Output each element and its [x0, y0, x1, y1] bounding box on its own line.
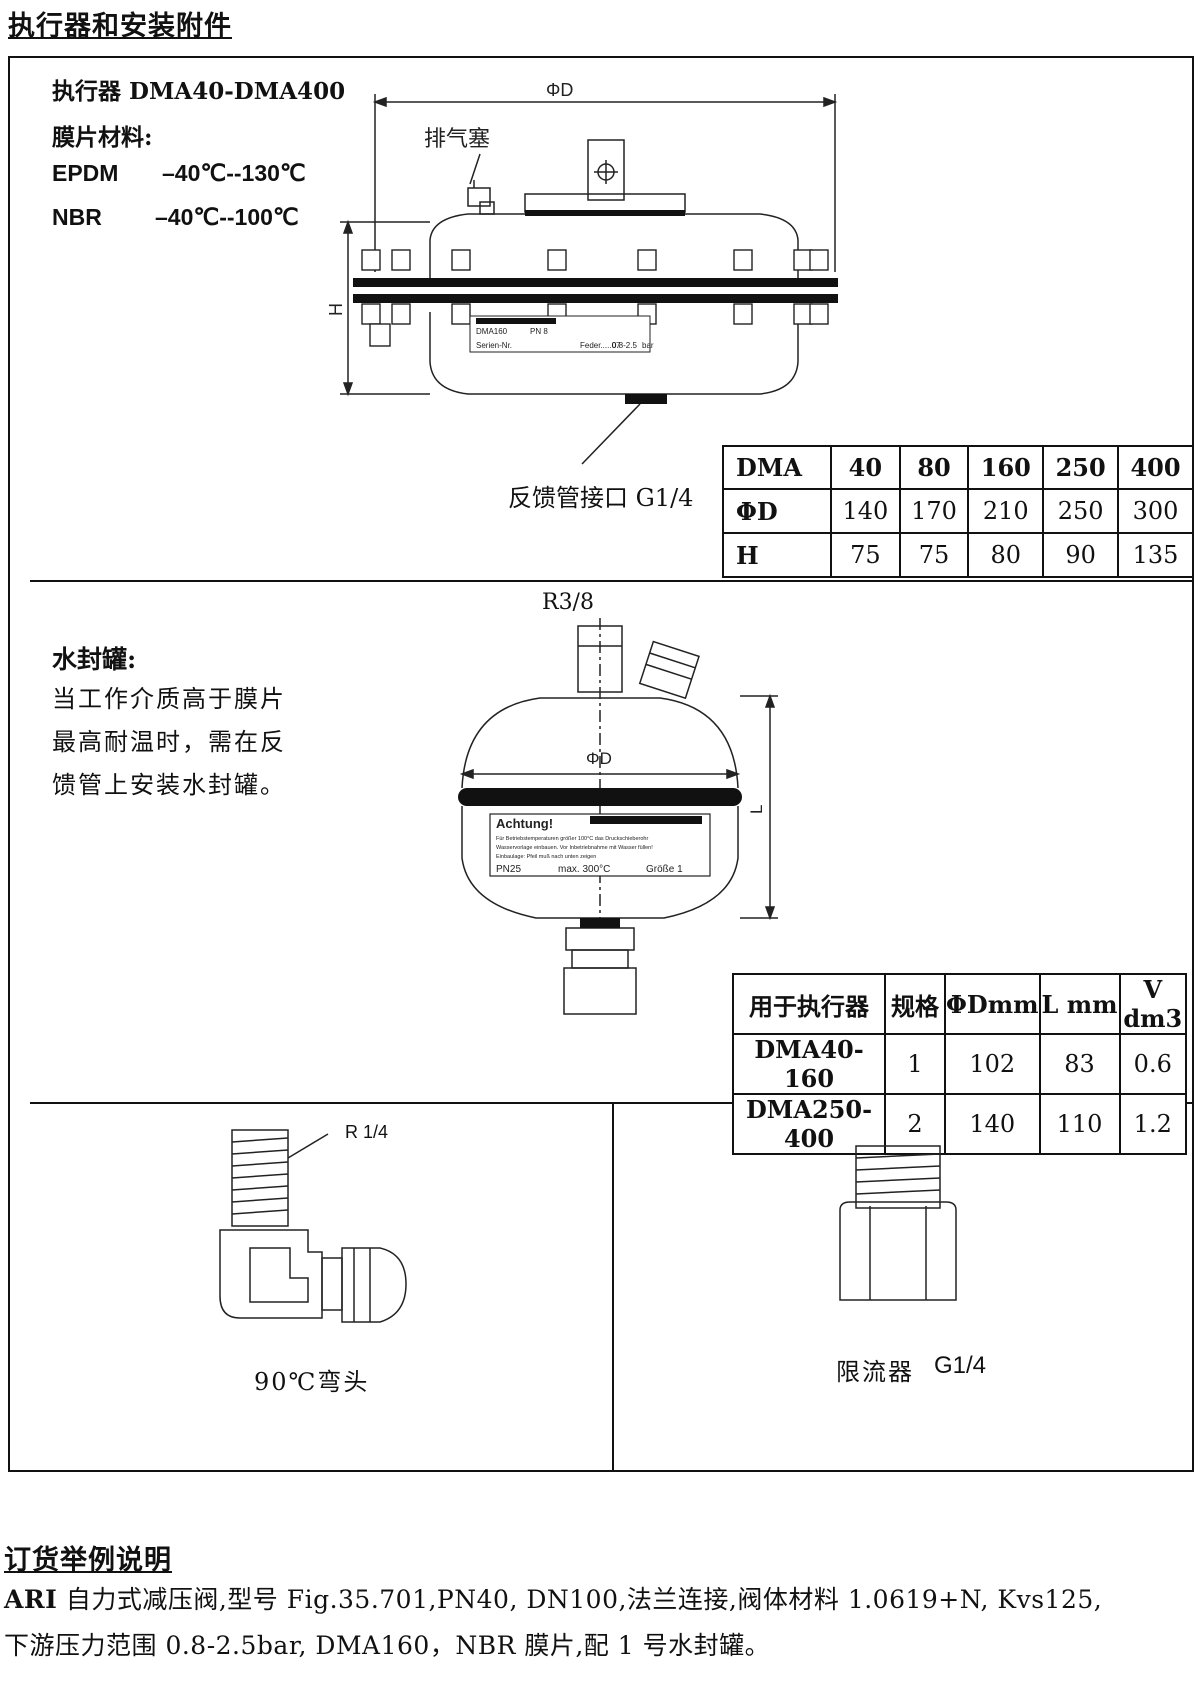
table-cell: 90 — [1042, 532, 1120, 578]
elbow-drawing — [219, 1129, 407, 1323]
table-cell: ΦDmm — [944, 973, 1041, 1035]
table-cell: 1 — [884, 1033, 946, 1095]
table-cell: 83 — [1038, 1033, 1121, 1095]
table-cell: V dm3 — [1118, 973, 1188, 1035]
page-title: 执行器和安装附件 — [8, 11, 232, 42]
water-seal-thread-label: R3/8 — [542, 590, 594, 615]
restrictor-drawing — [839, 1145, 957, 1301]
water-seal-desc-line: 馈管上安装水封罐。 — [52, 771, 286, 799]
table-cell: L mm — [1038, 973, 1121, 1035]
table-cell: 102 — [944, 1033, 1041, 1095]
material-range-nbr: –40℃--100℃ — [155, 204, 299, 230]
table-cell: ΦD — [722, 488, 832, 534]
plate-size: Größe 1 — [646, 864, 683, 875]
table-cell: 250 — [1042, 445, 1120, 490]
plate-heading: Achtung! — [496, 816, 553, 831]
material-name-nbr: NBR — [52, 204, 102, 230]
water-seal-length-label: L — [747, 805, 766, 814]
table-cell: DMA — [722, 445, 832, 490]
table-cell: 170 — [898, 488, 970, 534]
table-cell: 75 — [898, 532, 970, 578]
table-cell: DMA40-160 — [732, 1033, 886, 1095]
nameplate-pn: PN 8 — [530, 327, 548, 336]
elbow-thread-label: R 1/4 — [345, 1122, 389, 1142]
actuator-diameter-label: ΦD — [546, 80, 573, 100]
material-label: 膜片材料: — [52, 124, 153, 151]
nameplate-range: 0.8-2.5 — [612, 341, 637, 350]
content-frame — [8, 56, 1194, 1472]
table-cell: 1.2 — [1118, 1093, 1188, 1155]
order-brand: ARI — [4, 1585, 58, 1614]
plate-line: Wasservorlage einbauen. Vor Inbetriebnah… — [496, 845, 653, 851]
water-seal-desc-line: 当工作介质高于膜片 — [52, 685, 286, 713]
table-cell: H — [722, 532, 832, 578]
table-cell: 140 — [944, 1093, 1041, 1155]
water-seal-drawing: Achtung! Für Betriebstemperaturen größer… — [458, 618, 778, 1015]
water-seal-table: 用于执行器 规格 ΦDmm L mm V dm3 DMA40-160 1 102… — [732, 973, 1188, 1155]
plate-line: Für Betriebstemperaturen größer 100°C da… — [496, 836, 648, 842]
table-cell: 160 — [967, 445, 1045, 490]
table-cell: 210 — [967, 488, 1045, 534]
restrictor-spec: G1/4 — [934, 1352, 987, 1379]
water-seal-diameter-label: ΦD — [586, 749, 612, 768]
table-cell: 300 — [1117, 488, 1194, 534]
nameplate-spring: Feder.....07 — [580, 341, 621, 350]
water-seal-desc-line: 最高耐温时，需在反 — [52, 728, 286, 756]
actuator-drawing: DMA160 PN 8 Serien-Nr. Feder.....07 0.8-… — [326, 80, 838, 465]
table-cell: 250 — [1042, 488, 1120, 534]
table-cell: 40 — [830, 445, 901, 490]
material-range-epdm: –40℃--130℃ — [162, 160, 306, 186]
table-row: DMA250-400 2 140 110 1.2 — [732, 1093, 1188, 1155]
table-cell: 80 — [898, 445, 970, 490]
actuator-title: 执行器 DMA40-DMA400 — [52, 78, 346, 105]
actuator-size-table: DMA 40 80 160 250 400 ΦD 140 170 210 250… — [722, 445, 1194, 578]
order-line-2: 下游压力范围 0.8-2.5bar, DMA160，NBR 膜片,配 1 号水封… — [4, 1631, 771, 1660]
plate-pn: PN25 — [496, 864, 521, 875]
table-cell: 2 — [884, 1093, 946, 1155]
restrictor-caption: 限流器 — [836, 1358, 914, 1386]
table-row: 用于执行器 规格 ΦDmm L mm V dm3 — [732, 973, 1188, 1035]
table-row: H 75 75 80 90 135 — [722, 532, 1194, 578]
water-seal-description: 当工作介质高于膜片 最高耐温时，需在反 馈管上安装水封罐。 — [52, 678, 286, 807]
table-cell: 0.6 — [1118, 1033, 1188, 1095]
table-cell: 用于执行器 — [732, 973, 886, 1035]
table-cell: 80 — [967, 532, 1045, 578]
order-title: 订货举例说明 — [4, 1545, 172, 1576]
table-cell: 400 — [1117, 445, 1194, 490]
table-cell: 140 — [830, 488, 901, 534]
nameplate-model: DMA160 — [476, 327, 508, 336]
divider-actuator — [30, 580, 1194, 582]
order-text-1: 自力式减压阀,型号 Fig.35.701,PN40, DN100,法兰连接,阀体… — [65, 1585, 1103, 1614]
nameplate-unit: bar — [642, 341, 654, 350]
elbow-caption: 90℃弯头 — [254, 1368, 370, 1396]
plate-line: Einbaulage: Pfeil muß nach unten zeigen — [496, 854, 596, 860]
table-cell: DMA250-400 — [732, 1093, 886, 1155]
material-name-epdm: EPDM — [52, 160, 119, 186]
table-cell: 75 — [830, 532, 901, 578]
table-cell: 规格 — [884, 973, 946, 1035]
table-cell: 110 — [1038, 1093, 1121, 1155]
table-row: DMA 40 80 160 250 400 — [722, 445, 1194, 490]
actuator-height-label: H — [326, 303, 346, 316]
plate-max-temp: max. 300°C — [558, 864, 610, 875]
nameplate-serial: Serien-Nr. — [476, 341, 512, 350]
divider-accessories — [612, 1102, 614, 1472]
order-line-1: ARI 自力式减压阀,型号 Fig.35.701,PN40, DN100,法兰连… — [4, 1580, 1102, 1616]
table-cell: 135 — [1117, 532, 1194, 578]
table-row: ΦD 140 170 210 250 300 — [722, 488, 1194, 534]
feedback-port-label: 反馈管接口 G1/4 — [508, 484, 694, 512]
water-seal-title: 水封罐: — [52, 645, 137, 674]
table-row: DMA40-160 1 102 83 0.6 — [732, 1033, 1188, 1095]
vent-plug-label: 排气塞 — [424, 127, 490, 152]
